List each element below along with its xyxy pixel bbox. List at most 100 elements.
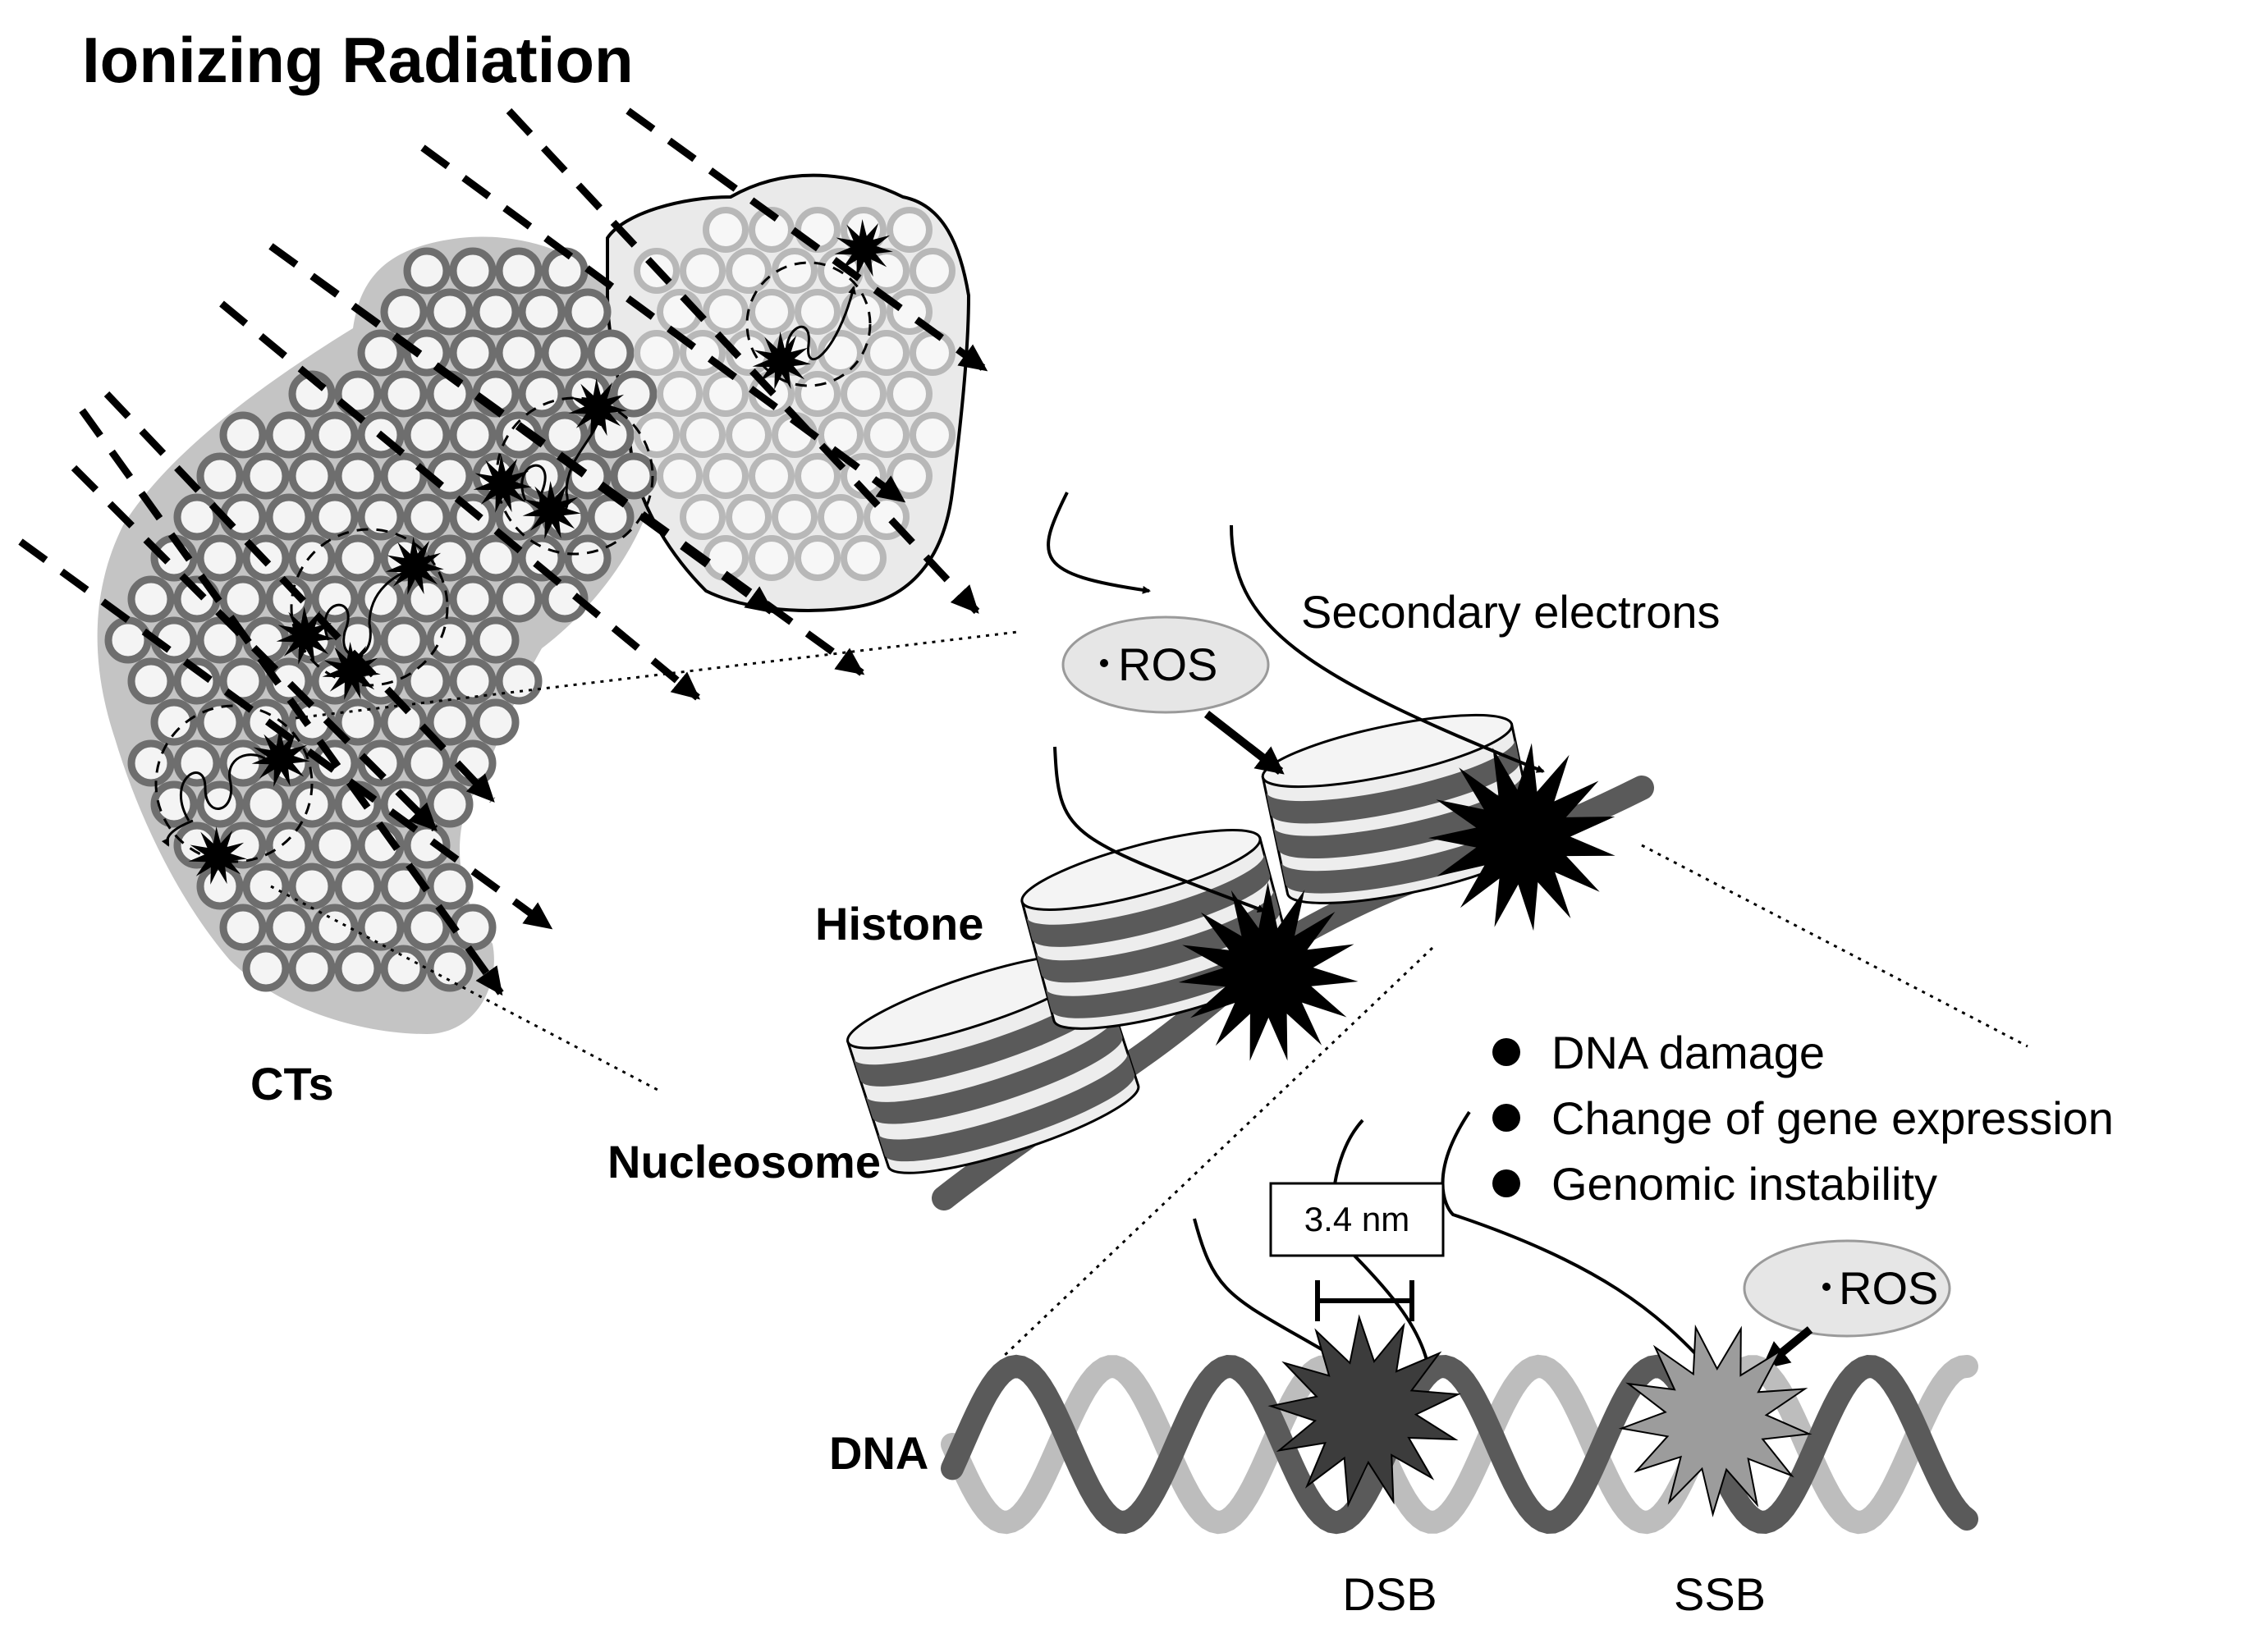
dna-wrap — [1026, 853, 1271, 947]
chromatin-domain — [841, 289, 887, 335]
zoom-line — [1641, 844, 2028, 1048]
chromatin-domain — [426, 863, 474, 910]
chromatin-domain — [403, 657, 451, 705]
chromatin-domain — [910, 248, 956, 294]
chromatin-domain — [795, 453, 841, 499]
chromatin-domain — [910, 330, 956, 376]
chromatin-domain — [887, 371, 933, 417]
focus-ring — [154, 704, 314, 863]
chromatin-domain — [541, 329, 589, 377]
chromatin-domain — [680, 412, 726, 458]
chromatin-domain — [518, 534, 566, 582]
chromatin-domain — [403, 247, 451, 295]
chromatin-domain — [703, 289, 749, 335]
chromatin-domain — [657, 453, 703, 499]
chromatin-domain — [196, 863, 244, 910]
radiation-beam-arrow — [103, 391, 496, 803]
chromatin-domain — [472, 534, 520, 582]
chromatin-domain — [703, 453, 749, 499]
chromatin-domain — [795, 371, 841, 417]
radiation-beam-arrow — [79, 408, 504, 996]
chromatin-domain — [380, 616, 428, 664]
chromatin-domain — [403, 411, 451, 459]
electron-path — [1193, 1218, 1331, 1356]
zoom-line — [270, 885, 662, 1093]
electron-path — [1047, 492, 1151, 594]
chromatin-domain — [726, 494, 772, 540]
chromatin-domain — [449, 329, 497, 377]
chromatin-domain — [196, 616, 244, 664]
chromatin-domain — [887, 207, 933, 253]
electron-track — [161, 819, 194, 847]
chromatin-domain — [449, 411, 497, 459]
damage-site-icon — [1178, 882, 1359, 1061]
chromatin-domain — [403, 493, 451, 541]
chromatin-domain — [703, 207, 749, 253]
chromatin-domain — [449, 657, 497, 705]
chromatin-domain — [334, 945, 382, 992]
chromatin-domain — [472, 288, 520, 336]
effects-list: DNA damage Change of gene expression Gen… — [1492, 1027, 2114, 1210]
dna-wrap — [1281, 808, 1535, 894]
chromatin-domain — [334, 863, 382, 910]
chromatin-domain — [864, 330, 910, 376]
chromatin-domain — [173, 739, 221, 787]
chromatin-domain — [610, 452, 658, 500]
dna-wrap — [1045, 924, 1290, 1018]
chromatin-domain — [795, 289, 841, 335]
chromatin-domain — [680, 494, 726, 540]
chromatin-domain — [772, 248, 818, 294]
radiation-beam-arrow — [219, 300, 701, 701]
histone-label: Histone — [815, 898, 983, 950]
chromatin-domain — [541, 247, 589, 295]
cts-label: CTs — [250, 1058, 334, 1110]
chromatin-domain — [772, 494, 818, 540]
chromatin-domain — [265, 821, 313, 869]
chromatin-domain — [426, 616, 474, 664]
electron-path — [1441, 1110, 1709, 1368]
dsb-label: DSB — [1342, 1568, 1437, 1620]
chromatin-domain — [426, 945, 474, 992]
chromatin-domain — [311, 821, 359, 869]
chromatin-domain — [265, 904, 313, 951]
ros-lower: ROS — [1743, 1239, 1951, 1338]
damage-site-icon — [1428, 743, 1615, 931]
chromatin-domain — [265, 575, 313, 623]
ros-lower-label: ROS — [1839, 1262, 1938, 1314]
damage-site-icon — [188, 826, 247, 885]
chromatin-domain — [518, 288, 566, 336]
chromatin-domain — [288, 534, 336, 582]
histone-top — [1020, 829, 1262, 911]
chromatin-domain — [334, 534, 382, 582]
chromatin-domain — [311, 411, 359, 459]
ssb-label: SSB — [1674, 1568, 1766, 1620]
damage-site-icon — [834, 219, 893, 277]
chromatin-domain — [426, 698, 474, 746]
chromatin-domain — [495, 329, 543, 377]
distance-label-box: 3.4 nm — [1269, 1182, 1445, 1257]
chromatin-domain — [657, 371, 703, 417]
radical-dot — [1822, 1283, 1831, 1291]
damage-site-icon — [568, 378, 627, 437]
radiation-beam-arrow — [71, 464, 438, 832]
chromatin-domain — [219, 411, 267, 459]
chromatin-domain — [219, 493, 267, 541]
chromatin-domain — [634, 330, 680, 376]
chromatin-domain — [449, 247, 497, 295]
chromatin-domain — [265, 411, 313, 459]
secondary-electron-paths-upper — [1047, 492, 1545, 913]
bullet-icon — [1492, 1038, 1520, 1066]
small-damage-sites — [188, 219, 893, 885]
chromatin-domain — [749, 535, 795, 581]
chromatin-domain — [795, 535, 841, 581]
chromatin-domain — [749, 453, 795, 499]
chromatin-domain — [426, 288, 474, 336]
chromatin-domain — [380, 945, 428, 992]
effect-item: Genomic instability — [1551, 1158, 1937, 1210]
radiation-beam-arrow — [268, 243, 865, 676]
chromatin-domain — [680, 248, 726, 294]
damage-site-icon — [473, 455, 532, 513]
chromatin-domain — [242, 780, 290, 828]
chromatin-domain — [127, 739, 175, 787]
